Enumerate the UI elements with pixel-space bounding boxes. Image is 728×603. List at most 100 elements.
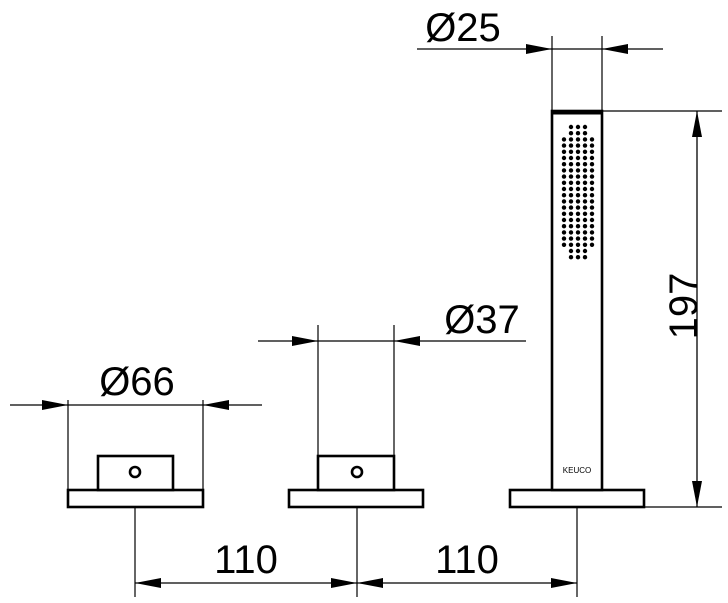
nozzle-dot xyxy=(575,205,581,210)
nozzle-dot xyxy=(575,137,581,142)
nozzle-dot xyxy=(568,211,574,216)
nozzle-dot xyxy=(582,162,588,167)
nozzle-dot xyxy=(582,217,588,223)
nozzle-dot xyxy=(589,236,595,241)
nozzle-dot xyxy=(561,193,567,198)
left-handle-knob xyxy=(96,454,175,492)
nozzle-dot xyxy=(561,224,567,229)
nozzle-dot xyxy=(561,186,567,192)
middle-valve xyxy=(287,454,425,509)
nozzle-dot xyxy=(589,242,595,247)
nozzle-dot xyxy=(582,143,588,148)
nozzle-dot xyxy=(582,137,588,142)
nozzle-dot xyxy=(561,180,567,185)
nozzle-dot xyxy=(568,217,574,223)
nozzle-dot xyxy=(582,242,588,247)
nozzle-dot xyxy=(568,230,574,235)
nozzle-dot xyxy=(568,186,574,192)
nozzle-dot xyxy=(575,155,581,161)
nozzle-dot xyxy=(582,155,588,161)
nozzle-dot xyxy=(582,255,588,260)
nozzle-dot xyxy=(568,174,574,179)
nozzle-dot xyxy=(582,193,588,198)
nozzle-dot xyxy=(568,143,574,148)
nozzle-dot xyxy=(568,193,574,198)
dimension-shower-height: 197 xyxy=(602,110,722,508)
nozzle-dot xyxy=(561,149,567,154)
nozzle-dot xyxy=(568,137,574,142)
nozzle-dot xyxy=(568,131,574,136)
nozzle-dot xyxy=(582,149,588,154)
nozzle-dot xyxy=(582,180,588,185)
nozzle-dot xyxy=(589,155,595,161)
nozzle-dot xyxy=(568,255,574,260)
nozzle-dot xyxy=(589,199,595,204)
nozzle-dot xyxy=(589,186,595,192)
middle-valve-screw-icon xyxy=(350,465,364,479)
nozzle-dot xyxy=(589,137,595,142)
nozzle-dot xyxy=(575,255,581,260)
nozzle-dot xyxy=(582,131,588,136)
nozzle-dot xyxy=(589,143,595,148)
nozzle-dot xyxy=(589,180,595,185)
nozzle-dot xyxy=(568,162,574,167)
hand-shower: KEUCO xyxy=(508,109,646,509)
nozzle-dot xyxy=(575,174,581,179)
nozzle-dot xyxy=(575,242,581,247)
nozzle-dot xyxy=(582,230,588,235)
nozzle-dot xyxy=(582,186,588,192)
middle-valve-base xyxy=(287,488,425,509)
nozzle-dot xyxy=(582,174,588,179)
nozzle-dot xyxy=(568,168,574,173)
nozzle-dot xyxy=(568,242,574,247)
nozzle-dot xyxy=(589,193,595,198)
nozzle-dot xyxy=(561,230,567,235)
nozzle-dot xyxy=(568,155,574,161)
hand-shower-base xyxy=(508,488,646,509)
nozzle-dot xyxy=(575,236,581,241)
nozzle-dot xyxy=(568,205,574,210)
dimension-middle-diameter: Ø37 xyxy=(258,298,526,456)
dimension-label-spacing-right: 110 xyxy=(435,538,499,582)
nozzle-dot xyxy=(568,236,574,241)
nozzle-dot xyxy=(561,143,567,148)
nozzle-dot xyxy=(575,224,581,229)
hand-shower-body xyxy=(550,109,604,492)
nozzle-dot xyxy=(575,199,581,204)
nozzle-dot xyxy=(561,162,567,167)
dimension-label-height-197: 197 xyxy=(662,273,706,340)
nozzle-dot xyxy=(568,124,574,130)
nozzle-dot xyxy=(575,248,581,254)
nozzle-dot xyxy=(561,137,567,142)
nozzle-dot xyxy=(561,168,567,173)
nozzle-dot xyxy=(582,224,588,229)
nozzle-dot xyxy=(582,236,588,241)
dimension-label-diameter-25: Ø25 xyxy=(425,6,501,50)
left-handle-base xyxy=(66,488,205,509)
nozzle-dot xyxy=(575,149,581,154)
dimension-shower-diameter: Ø25 xyxy=(417,6,663,111)
brand-mark: KEUCO xyxy=(563,466,591,475)
shower-nozzles-icon xyxy=(561,124,595,260)
dimension-spacing: 110 110 xyxy=(134,507,578,597)
nozzle-dot xyxy=(561,211,567,216)
nozzle-dot xyxy=(589,211,595,216)
nozzle-dot xyxy=(575,168,581,173)
dimension-left-diameter: Ø66 xyxy=(10,360,262,490)
nozzle-dot xyxy=(561,174,567,179)
left-handle-screw-icon xyxy=(128,465,142,479)
nozzle-dot xyxy=(575,193,581,198)
nozzle-dot xyxy=(568,180,574,185)
nozzle-dot xyxy=(589,149,595,154)
nozzle-dot xyxy=(589,168,595,173)
nozzle-dot xyxy=(575,180,581,185)
nozzle-dot xyxy=(589,162,595,167)
nozzle-dot xyxy=(568,149,574,154)
nozzle-dot xyxy=(575,143,581,148)
nozzle-dot xyxy=(575,124,581,130)
dimension-label-diameter-37: Ø37 xyxy=(444,298,520,342)
nozzle-dot xyxy=(582,124,588,130)
nozzle-dot xyxy=(575,211,581,216)
nozzle-dot xyxy=(582,248,588,254)
